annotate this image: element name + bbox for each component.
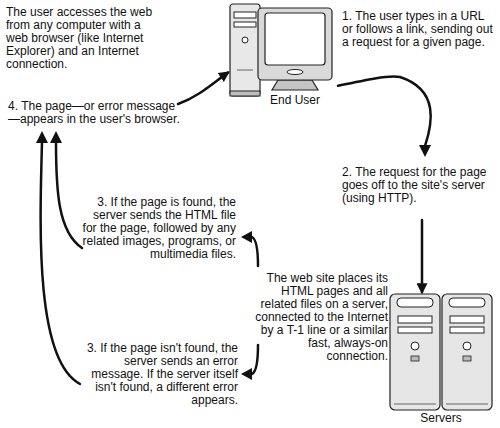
arrowhead <box>36 131 48 143</box>
server-tower <box>390 294 440 410</box>
computer-tower <box>230 4 260 96</box>
node-label: End User <box>250 94 340 107</box>
drive-bay <box>398 316 432 323</box>
drive-bay <box>450 327 484 333</box>
step-text: 3. If the page isn't found, the server s… <box>80 342 238 407</box>
tower-base <box>230 91 260 96</box>
server-pair <box>390 294 492 410</box>
drive-bay <box>450 316 484 323</box>
step-text: 1. The user types in a URL or follows a … <box>342 10 494 49</box>
power-button <box>411 342 419 350</box>
drive-bay <box>234 12 256 18</box>
monitor-button <box>287 70 303 75</box>
server-case <box>390 294 440 410</box>
case-detail <box>446 404 488 405</box>
flow-arrow <box>41 73 258 384</box>
node-label: Servers <box>386 412 496 425</box>
monitor-stand <box>272 80 318 90</box>
desktop-computer <box>230 4 332 96</box>
step-text: The user accesses the web from any compu… <box>6 6 158 71</box>
server-tower <box>442 294 492 410</box>
power-button <box>463 342 471 350</box>
drive-bay <box>398 327 432 333</box>
step-text: 4. The page—or error message—appears in … <box>8 100 186 126</box>
monitor <box>258 8 332 80</box>
server-handle <box>449 298 485 307</box>
arrowhead <box>241 231 252 243</box>
step-text: The web site places its HTML pages and a… <box>248 272 388 363</box>
power-button <box>242 37 248 43</box>
flow-arrow <box>338 77 431 292</box>
computer-node: End User <box>228 0 338 110</box>
arrowhead <box>241 368 252 380</box>
tower-detail <box>237 70 253 71</box>
server-port <box>463 356 471 361</box>
step-text: 2. The request for the page goes off to … <box>342 166 500 205</box>
monitor-screen <box>265 13 325 65</box>
server-handle <box>397 298 433 307</box>
server-case <box>442 294 492 410</box>
arrowhead <box>419 145 431 157</box>
step-text: 3. If the page is found, the server send… <box>80 196 236 261</box>
server-port <box>411 356 419 361</box>
drive-bay <box>234 22 256 27</box>
case-detail <box>394 404 436 405</box>
server-node: Servers <box>386 292 496 428</box>
arrowhead <box>50 131 62 143</box>
